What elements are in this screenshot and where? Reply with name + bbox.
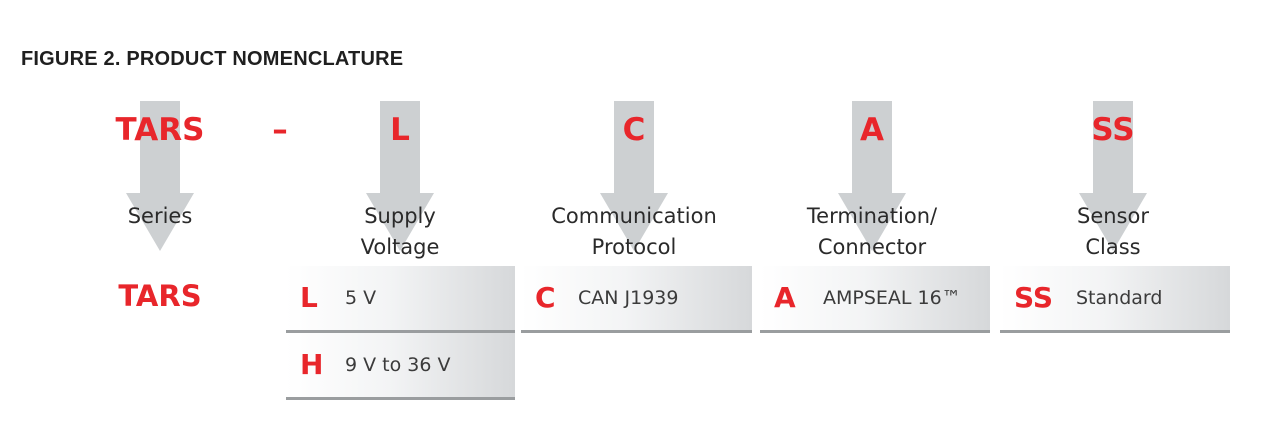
label-supply-voltage: Supply Voltage	[360, 204, 440, 259]
option-series-code: TARS	[118, 279, 202, 313]
figure-title: FIGURE 2. PRODUCT NOMENCLATURE	[21, 48, 404, 70]
label-sensor-class: Sensor Class	[1077, 204, 1149, 259]
code-sensor: SS	[1091, 112, 1135, 148]
label-communication-protocol: Communication Protocol	[551, 204, 717, 259]
code-supply: L	[390, 112, 410, 148]
option-code: L	[300, 281, 318, 314]
option-code: SS	[1014, 281, 1054, 314]
arrow-down-icon	[838, 101, 906, 251]
option-termination-a: A AMPSEAL 16™	[760, 266, 990, 333]
arrow-down-icon	[126, 101, 194, 251]
arrow-down-icon	[600, 101, 668, 251]
option-code: A	[774, 281, 796, 314]
option-text: 9 V to 36 V	[345, 354, 451, 376]
option-code: C	[535, 281, 556, 314]
option-protocol-c: C CAN J1939	[521, 266, 752, 333]
option-supply-h: H 9 V to 36 V	[286, 333, 515, 400]
option-text: 5 V	[345, 287, 377, 309]
option-text: CAN J1939	[578, 287, 679, 309]
code-termination: A	[860, 112, 884, 148]
arrow-down-icon	[366, 101, 434, 251]
label-termination-connector: Termination/ Connector	[806, 204, 938, 259]
option-code: H	[300, 348, 324, 381]
arrow-down-icon	[1079, 101, 1147, 251]
option-text: Standard	[1076, 287, 1163, 309]
option-sensor-ss: SS Standard	[1000, 266, 1230, 333]
option-supply-l: L 5 V	[286, 266, 515, 333]
label-series: Series	[127, 204, 193, 228]
code-protocol: C	[622, 112, 646, 148]
code-series: TARS	[115, 112, 205, 148]
code-separator: –	[272, 112, 288, 148]
option-text: AMPSEAL 16™	[823, 287, 961, 309]
